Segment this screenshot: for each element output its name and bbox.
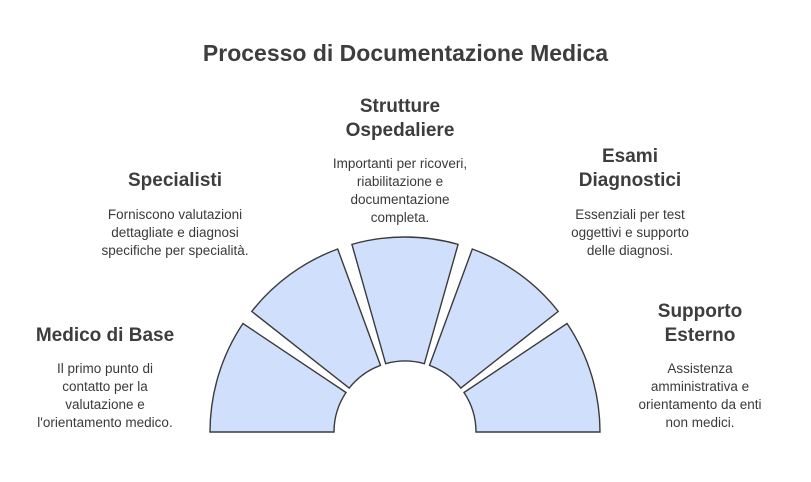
segment-supporto-esterno — [463, 322, 601, 433]
step-desc-esami-diagnostici: Essenziali per test oggettivi e supporto… — [571, 207, 689, 258]
segment-medico-di-base — [209, 322, 347, 433]
step-label-medico-di-base: Medico di Base — [35, 325, 175, 346]
segment-strutture-ospedaliere — [351, 236, 459, 365]
step-desc-specialisti: Forniscono valutazioni dettagliate e dia… — [101, 207, 249, 258]
step-desc-medico-di-base: Il primo punto di contatto per la valuta… — [37, 361, 173, 430]
step-label-supporto-esterno: Supporto Esterno — [657, 301, 743, 346]
segment-specialisti — [250, 248, 382, 390]
step-desc-supporto-esterno: Assistenza amministrativa e orientamento… — [638, 361, 762, 430]
step-label-specialisti: Specialisti — [128, 170, 222, 191]
segment-esami-diagnostici — [428, 248, 560, 390]
step-label-strutture-ospedaliere: Strutture Ospedaliere — [345, 96, 455, 141]
diagram-title: Processo di Documentazione Medica — [202, 40, 609, 66]
step-desc-strutture-ospedaliere: Importanti per ricoveri, riabilitazione … — [332, 156, 468, 225]
step-label-esami-diagnostici: Esami Diagnostici — [578, 146, 682, 191]
